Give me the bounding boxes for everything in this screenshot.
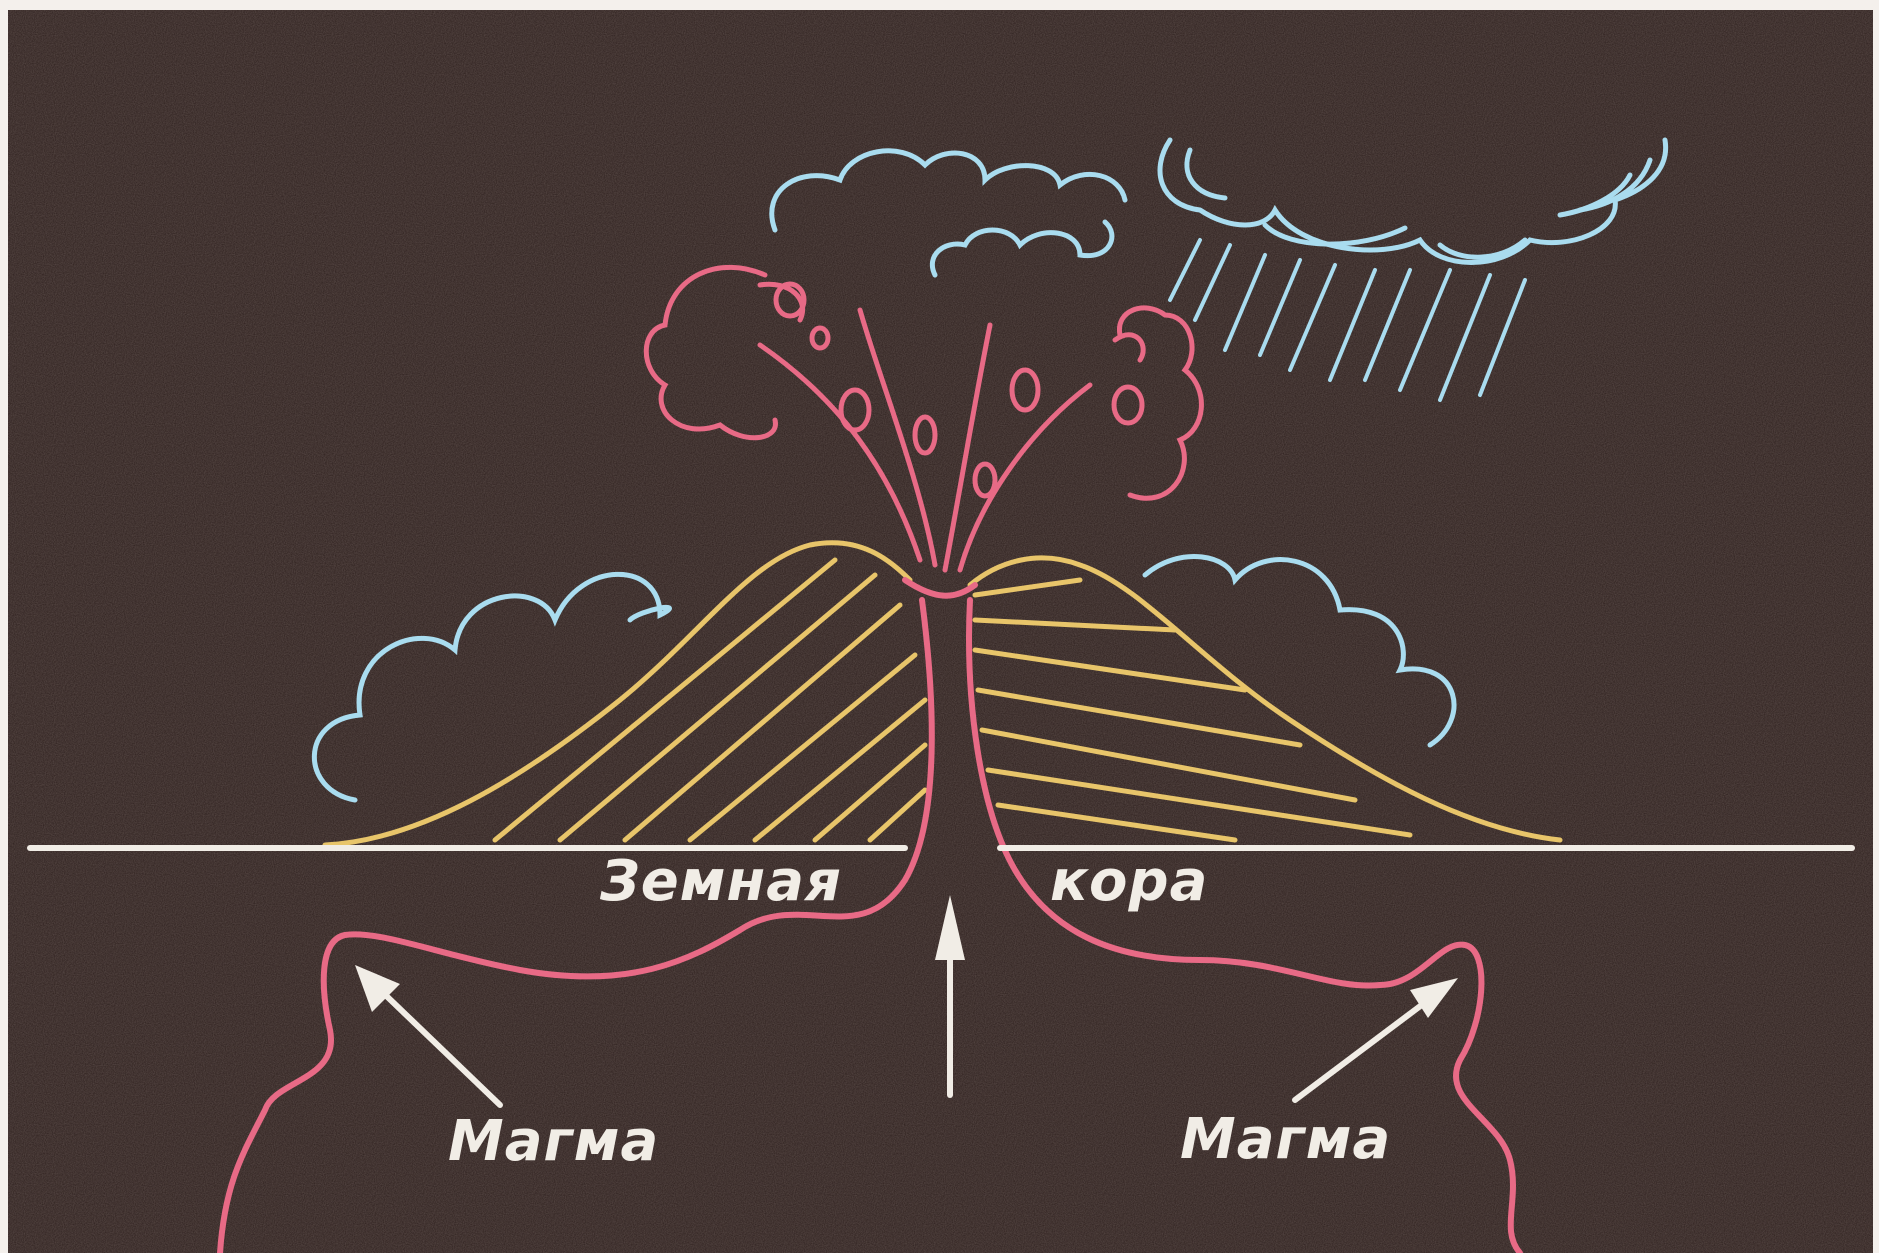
chalkboard: Земная кора Магма Магма	[0, 0, 1879, 1253]
image-border	[0, 0, 1879, 1253]
